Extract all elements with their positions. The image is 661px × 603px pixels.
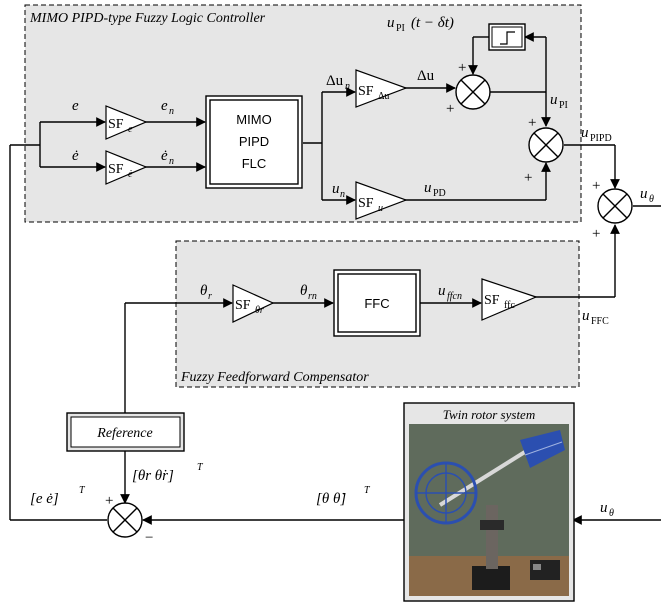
- svg-text:Δu: Δu: [326, 73, 344, 89]
- svg-text:u: u: [332, 181, 340, 197]
- signal-lines: [9, 32, 661, 525]
- twin-rotor-title: Twin rotor system: [443, 407, 535, 422]
- ff-panel-title: Fuzzy Feedforward Compensator: [180, 370, 369, 385]
- svg-text:n: n: [345, 81, 350, 92]
- svg-text:n: n: [169, 156, 174, 167]
- svg-text:PI: PI: [396, 23, 405, 34]
- reference-block: Reference: [66, 412, 185, 452]
- svg-text:u: u: [582, 308, 590, 324]
- svg-text:PIPD: PIPD: [239, 134, 269, 149]
- svg-text:ffc: ffc: [504, 300, 515, 311]
- svg-text:θr: θr: [255, 305, 264, 316]
- junction-signs: + + + + + + + −: [105, 60, 600, 546]
- mimo-panel-title: MIMO PIPD-type Fuzzy Logic Controller: [29, 11, 266, 26]
- svg-text:Reference: Reference: [96, 426, 152, 441]
- svg-text:e: e: [72, 98, 79, 114]
- svg-text:u: u: [600, 500, 608, 516]
- svg-text:ė: ė: [161, 148, 168, 164]
- svg-text:+: +: [592, 226, 600, 242]
- svg-text:FFC: FFC: [364, 296, 389, 311]
- summing-junction-error: [107, 502, 143, 538]
- svg-text:[θr θ̇r]: [θr θ̇r]: [132, 468, 174, 484]
- svg-text:(t − δt): (t − δt): [411, 15, 454, 31]
- svg-text:e: e: [161, 98, 168, 114]
- signal-labels: e ė e n ė n Δu n u n Δu u PI (t − δt) u …: [30, 15, 654, 519]
- svg-text:Δu: Δu: [378, 91, 389, 102]
- svg-text:[θ θ̇]: [θ θ̇]: [316, 491, 346, 507]
- svg-text:+: +: [524, 170, 532, 186]
- svg-text:n: n: [340, 189, 345, 200]
- svg-text:Δu: Δu: [417, 68, 435, 84]
- svg-text:θ: θ: [300, 283, 308, 299]
- svg-text:θ: θ: [200, 283, 208, 299]
- svg-text:SF: SF: [358, 196, 374, 211]
- svg-text:FLC: FLC: [242, 156, 267, 171]
- svg-text:SF: SF: [108, 117, 124, 132]
- svg-text:PI: PI: [559, 100, 568, 111]
- twin-rotor-system-photo: Twin rotor system: [403, 402, 575, 602]
- svg-text:u: u: [640, 186, 648, 202]
- svg-text:SF: SF: [108, 162, 124, 177]
- gain-sf-du: SF Δu: [355, 69, 408, 108]
- svg-text:PD: PD: [433, 188, 446, 199]
- svg-text:u: u: [424, 180, 432, 196]
- delay-block: [488, 23, 526, 51]
- mimo-pipd-flc-block: MIMO PIPD FLC: [205, 95, 303, 189]
- svg-text:[e ė]: [e ė]: [30, 491, 59, 507]
- svg-text:e: e: [128, 124, 133, 135]
- gain-sf-edot: SF ė: [105, 150, 148, 185]
- svg-text:T: T: [364, 485, 371, 496]
- svg-text:+: +: [458, 60, 466, 76]
- gain-sf-theta: SF θr: [232, 284, 275, 323]
- svg-text:θ: θ: [649, 194, 654, 205]
- gain-sf-e: SF e: [105, 105, 148, 140]
- svg-text:SF: SF: [235, 298, 251, 313]
- svg-text:u: u: [581, 125, 589, 141]
- svg-text:FFC: FFC: [591, 316, 609, 327]
- svg-text:PIPD: PIPD: [590, 133, 612, 144]
- svg-text:+: +: [592, 178, 600, 194]
- svg-text:+: +: [446, 101, 454, 117]
- svg-text:T: T: [79, 485, 86, 496]
- svg-text:+: +: [105, 493, 113, 509]
- svg-text:ffcn: ffcn: [447, 291, 462, 302]
- svg-text:u: u: [378, 203, 383, 214]
- svg-text:SF: SF: [358, 84, 374, 99]
- svg-text:ė: ė: [128, 169, 133, 180]
- svg-text:−: −: [145, 530, 153, 546]
- svg-text:T: T: [197, 462, 204, 473]
- svg-text:+: +: [528, 115, 536, 131]
- svg-text:n: n: [169, 106, 174, 117]
- summing-junction-pipd: [528, 127, 564, 163]
- gain-sf-ffc: SF ffc: [481, 278, 538, 321]
- summing-junction-pi: [455, 74, 491, 110]
- svg-text:ė: ė: [72, 148, 79, 164]
- svg-text:u: u: [550, 92, 558, 108]
- gain-sf-u: SF u: [355, 181, 408, 220]
- svg-text:r: r: [208, 291, 212, 302]
- summing-junction-output: [597, 188, 633, 224]
- svg-text:u: u: [438, 283, 446, 299]
- svg-text:θ: θ: [609, 508, 614, 519]
- svg-text:MIMO: MIMO: [236, 112, 271, 127]
- ffc-block: FFC: [333, 269, 421, 337]
- svg-text:SF: SF: [484, 293, 500, 308]
- svg-text:rn: rn: [308, 291, 317, 302]
- svg-text:u: u: [387, 15, 395, 31]
